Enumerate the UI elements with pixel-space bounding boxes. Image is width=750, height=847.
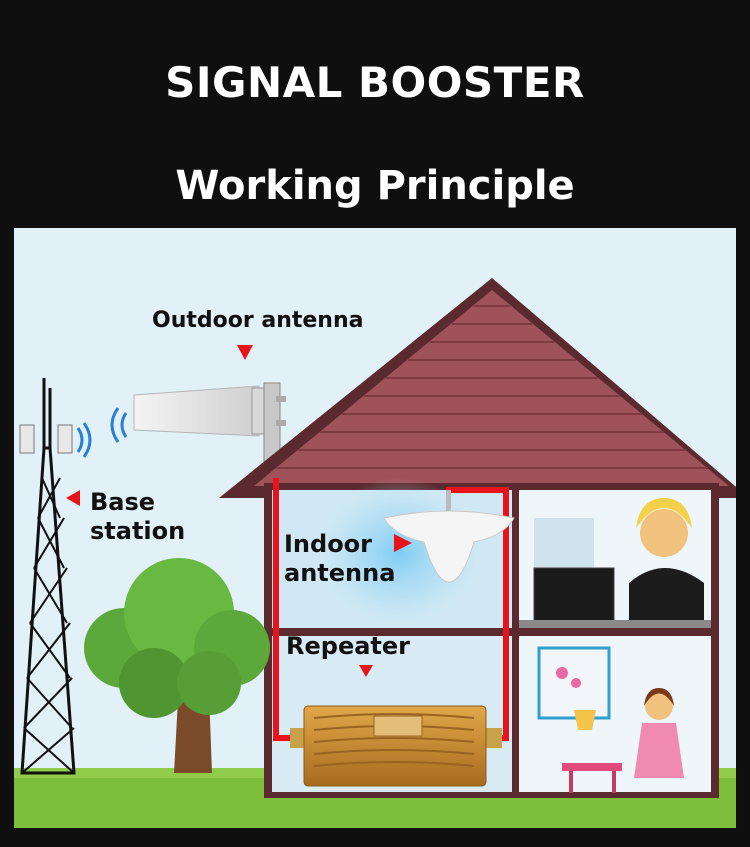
base-station-tower-icon (19, 378, 92, 775)
scene-svg (14, 228, 749, 828)
poster-subtitle: Working Principle (175, 163, 575, 209)
base-station-label-line2: station (90, 517, 186, 545)
outdoor-antenna-icon (110, 382, 286, 479)
call-center-person-icon (519, 498, 711, 628)
base-station-label-line1: Base (90, 488, 156, 516)
repeater-label: Repeater (286, 632, 410, 660)
base-station-pointer-icon (66, 490, 80, 506)
tree-icon (84, 558, 270, 773)
repeater-icon (290, 705, 502, 787)
girl-on-phone-icon (537, 646, 684, 793)
house-roof (219, 278, 749, 498)
outdoor-antenna-pointer-icon (237, 345, 253, 360)
indoor-antenna-label-line1: Indoor (284, 530, 373, 558)
illustration: Outdoor antenna Base station Indoor ante… (14, 228, 749, 828)
outdoor-antenna-label: Outdoor antenna (152, 308, 364, 333)
indoor-antenna-pointer-icon (394, 534, 412, 552)
repeater-pointer-icon (359, 665, 373, 677)
poster-title: SIGNAL BOOSTER (165, 58, 585, 107)
indoor-antenna-icon (383, 490, 515, 583)
indoor-antenna-label-line2: antenna (284, 559, 396, 587)
